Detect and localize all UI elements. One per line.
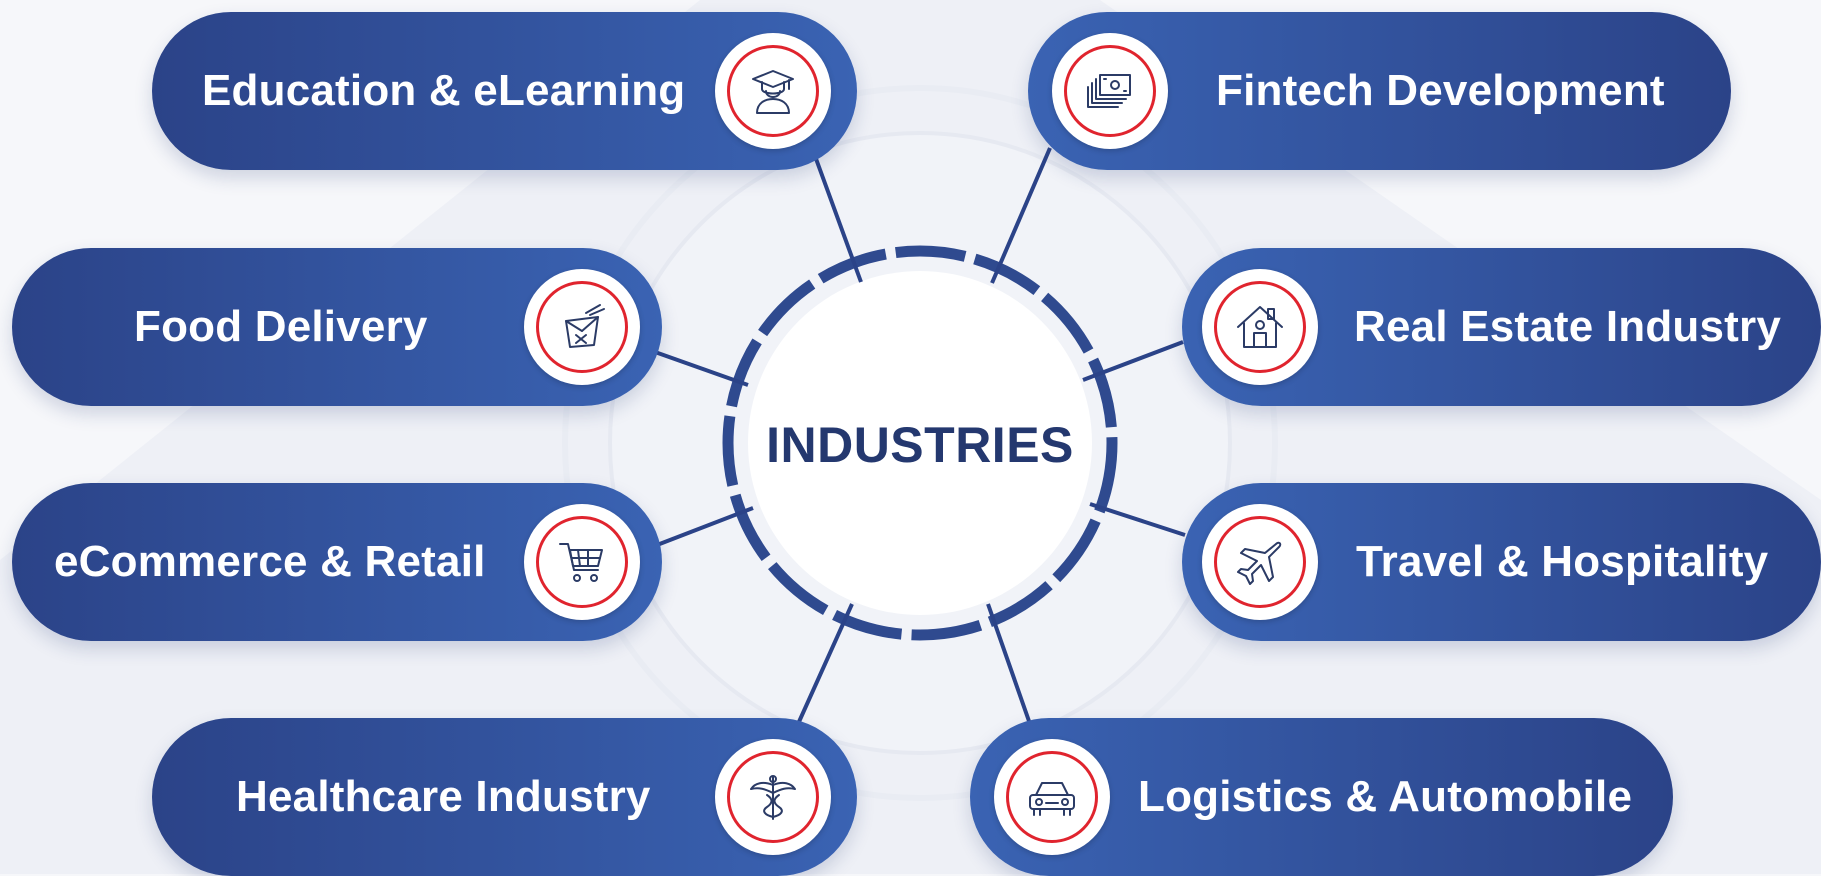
center-disc [748,271,1092,615]
industry-pill-travel[interactable]: Travel & Hospitality [1182,483,1821,641]
industry-label: Education & eLearning [202,66,686,115]
industry-label: Healthcare Industry [236,772,651,821]
industry-pill-real-estate[interactable]: Real Estate Industry [1182,248,1821,406]
car-icon [994,739,1110,855]
airplane-icon [1202,504,1318,620]
industry-pill-ecommerce[interactable]: eCommerce & Retail [12,483,662,641]
industry-pill-education[interactable]: Education & eLearning [152,12,857,170]
graduate-icon [715,33,831,149]
connector-ecommerce [656,506,754,547]
industry-pill-food[interactable]: Food Delivery [12,248,662,406]
industry-label: Food Delivery [134,302,428,351]
shopping-cart-icon [524,504,640,620]
money-stack-icon [1052,33,1168,149]
house-icon [1202,269,1318,385]
connector-real-estate [1082,340,1184,382]
industry-pill-healthcare[interactable]: Healthcare Industry [152,718,857,876]
connector-education [813,155,863,283]
caduceus-icon [715,739,831,855]
industry-label: eCommerce & Retail [54,537,486,586]
industry-label: Real Estate Industry [1354,302,1782,351]
connector-logistics [986,603,1032,725]
industry-label: Fintech Development [1216,66,1665,115]
connector-food [654,350,749,387]
connector-travel [1089,502,1186,537]
industry-pill-logistics[interactable]: Logistics & Automobile [970,718,1673,876]
industry-label: Travel & Hospitality [1356,537,1769,586]
industry-label: Logistics & Automobile [1138,772,1633,821]
takeout-box-icon [524,269,640,385]
outer-halo-ring [562,85,1278,801]
connector-fintech [990,147,1052,284]
connector-healthcare [796,603,854,725]
industry-pill-fintech[interactable]: Fintech Development [1028,12,1731,170]
center-segmented-ring [722,245,1118,641]
center-title: INDUSTRIES [766,417,1074,473]
